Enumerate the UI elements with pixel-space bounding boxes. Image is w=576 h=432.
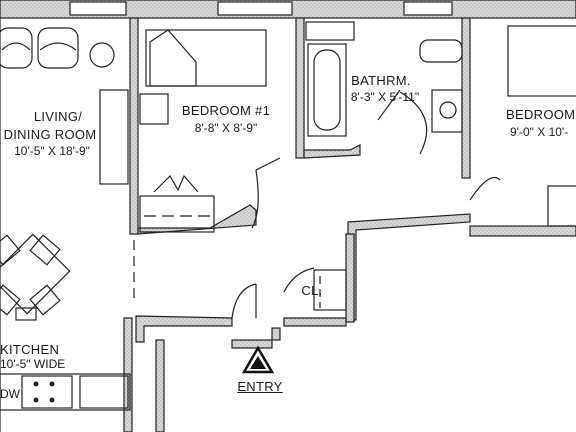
bathroom-fixtures xyxy=(305,21,463,155)
bedroom1-furniture xyxy=(139,29,281,233)
hall-closet xyxy=(283,267,347,311)
entry-door xyxy=(231,283,257,319)
bedroom1-dims: 8'-8" X 8'-9" xyxy=(194,121,258,135)
bedroom2-dims: 9'-0" X 10'- xyxy=(510,125,569,139)
bedroom1-name: BEDROOM #1 xyxy=(181,103,271,118)
bedroom2-furniture xyxy=(469,25,576,227)
closet-name: CL. xyxy=(301,283,323,298)
entry-label: ENTRY xyxy=(237,379,283,394)
bathroom-dims: 8'-3" X 5'-11" xyxy=(350,90,420,104)
living-room-name-2: DINING ROOM xyxy=(3,127,97,142)
kitchen-dims: 10'-5" WIDE xyxy=(0,357,66,371)
bathroom-name: BATHRM. xyxy=(351,73,411,88)
dishwasher-label: DW xyxy=(0,387,20,401)
living-room-name-1: LIVING/ xyxy=(33,109,83,124)
living-room-dims: 10'-5" X 18'-9" xyxy=(14,144,90,158)
living-furniture xyxy=(0,27,129,321)
cooktop-icon xyxy=(33,381,55,403)
kitchen-name: KITCHEN xyxy=(0,342,60,357)
bedroom2-name: BEDROOM xyxy=(506,107,576,122)
